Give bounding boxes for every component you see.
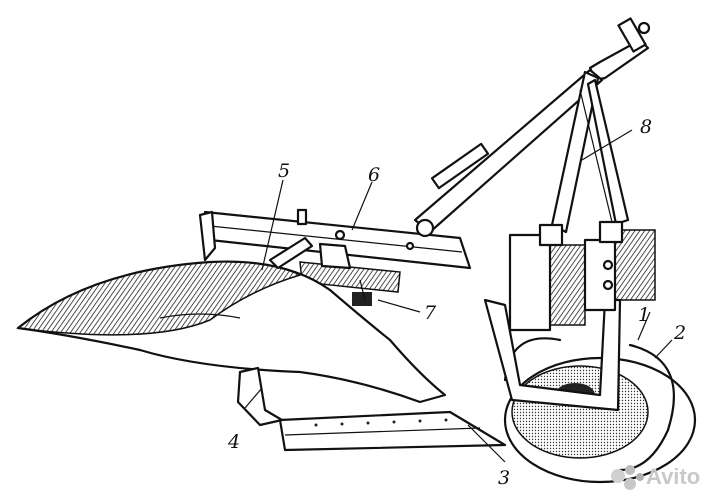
avito-watermark: Avito xyxy=(611,464,700,490)
avito-logo-dot-2 xyxy=(625,465,635,475)
leader-lines xyxy=(244,129,673,463)
avito-logo-dot-1 xyxy=(611,469,625,483)
frame-beam xyxy=(198,208,472,293)
label-7: 7 xyxy=(424,302,437,324)
label-5: 5 xyxy=(278,160,290,182)
part-labels: 1 2 3 4 5 6 7 8 xyxy=(227,116,686,489)
label-3: 3 xyxy=(498,467,510,489)
moldboard xyxy=(16,236,447,404)
mounting-bolt xyxy=(352,279,372,306)
linkage-arms xyxy=(413,17,651,238)
avito-logo-dot-3 xyxy=(624,478,636,490)
wheel-assembly xyxy=(483,220,697,484)
label-2: 2 xyxy=(673,322,686,344)
label-1: 1 xyxy=(638,304,650,326)
avito-logo-dot-4 xyxy=(636,473,644,481)
label-8: 8 xyxy=(640,116,652,138)
plough-share xyxy=(236,366,507,452)
avito-brand-text: Avito xyxy=(646,464,700,489)
label-4: 4 xyxy=(227,431,240,453)
label-6: 6 xyxy=(368,164,380,186)
